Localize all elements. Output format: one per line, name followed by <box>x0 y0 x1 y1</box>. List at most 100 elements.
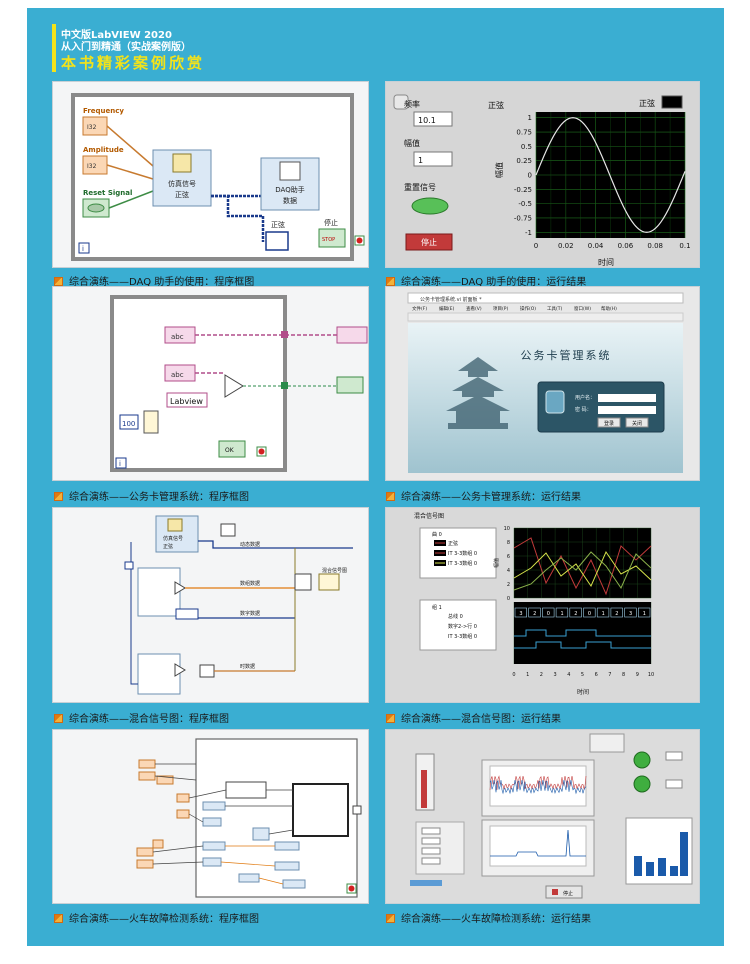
daq-title: DAQ助手 <box>275 185 304 194</box>
legend-swatch <box>661 95 683 109</box>
menu-item: 操作(O) <box>520 305 536 312</box>
user-label: 用户名： <box>575 394 595 401</box>
panel-daq-block-diagram: Frequency I32 Amplitude I32 Reset Signal… <box>52 81 369 268</box>
daq-block-diagram: Frequency I32 Amplitude I32 Reset Signal… <box>71 93 365 261</box>
abc-label: abc <box>171 371 184 379</box>
abc-label: abc <box>171 333 184 341</box>
menu-item: 查看(V) <box>466 305 482 312</box>
digital-data-label: 数字数据 <box>240 610 260 617</box>
plot-grid <box>535 112 686 238</box>
panel-card-front-panel: 公务卡管理系统.vi 前面板 * 文件(F)编辑(E)查看(V)项目(P)操作(… <box>385 286 700 481</box>
array-data-label: 数组数据 <box>240 580 260 587</box>
username-input[interactable] <box>598 394 656 402</box>
bar-chart-bars <box>634 832 688 876</box>
bool-indicator <box>336 376 364 394</box>
digital-cell <box>596 607 610 618</box>
pressure-series-line <box>490 829 586 857</box>
digital-cell <box>583 607 596 618</box>
reset-label: Reset Signal <box>83 189 132 197</box>
while-loop-frame <box>110 295 287 472</box>
menu-item: 工具(T) <box>547 306 563 312</box>
close-button[interactable] <box>625 417 649 428</box>
password-input[interactable] <box>598 406 656 414</box>
legend2-item-0: 总线 0 <box>448 613 463 620</box>
digital-cell <box>555 607 569 618</box>
reset-toggle[interactable] <box>411 197 449 215</box>
x-tick-label: 1 <box>526 672 529 678</box>
digital-cell <box>569 607 582 618</box>
digital-value: 2 <box>533 611 536 617</box>
iteration-terminal-icon <box>78 242 90 254</box>
y-tick-labels: 10.750.50.250-0.25-0.5-0.75-1 <box>514 114 532 237</box>
mixed-block-diagram: 仿真信号 正弦 动态数据 数组数据 数字数据 时数据 混合信号图 <box>124 515 353 695</box>
caption-p4: 综合演练——公务卡管理系统：运行结果 <box>386 488 581 503</box>
stop-button[interactable] <box>405 233 453 251</box>
digital-cell <box>624 607 637 618</box>
freq-spinner-icon <box>393 94 409 110</box>
menu-item: 窗口(W) <box>574 305 591 312</box>
caption-bullet-icon <box>54 277 63 286</box>
y-tick-label: -0.25 <box>514 186 532 194</box>
caption-bullet-icon <box>386 277 395 286</box>
freq-input[interactable] <box>413 111 453 127</box>
caption-bullet-icon <box>386 914 395 923</box>
login-label: 登录 <box>604 420 614 427</box>
menu-item: 项目(P) <box>493 306 508 312</box>
tunnel <box>281 382 288 389</box>
y-tick-label: -0.5 <box>518 200 532 208</box>
y-axis-label: 幅值 <box>494 162 504 178</box>
y-tick-label: 10 <box>504 526 510 532</box>
y-tick-label: 0.75 <box>516 129 532 137</box>
y-tick-label: 0.5 <box>521 143 532 151</box>
daq-assistant-express-vi <box>260 157 320 211</box>
page-header: 中文版LabVIEW 2020 从入门到精通（实战案例版） 本书精彩案例欣赏 <box>27 8 724 76</box>
daq-front-panel: 频率 10.1 幅值 1 重置信号 停止 正弦 正弦 10.750.50.250… <box>393 94 691 267</box>
amp-const: I32 <box>87 163 97 170</box>
book-subtitle: 从入门到精通（实战案例版） <box>61 42 191 53</box>
num-text: 100 <box>122 420 135 428</box>
caption-p6: 综合演练——混合信号图：运行结果 <box>386 710 561 725</box>
legend-item-2: IT 3-3数组 0 <box>448 560 477 567</box>
legend-group-0 <box>419 527 497 579</box>
sim-signal-icon <box>172 153 192 173</box>
menu-item: 编辑(E) <box>439 305 455 312</box>
caption-text: 综合演练——混合信号图：运行结果 <box>401 714 561 725</box>
speed-slider[interactable] <box>410 880 442 886</box>
panel-mixed-front-panel: 混合信号图 曲 0 正弦 IT 3-3数组 0 IT 3-3数组 0 组 1 总… <box>385 507 700 703</box>
graph-title: 混合信号图 <box>414 512 444 520</box>
caption-bullet-icon <box>54 914 63 923</box>
amp-input[interactable] <box>413 151 453 167</box>
x-tick-label: 8 <box>622 672 625 678</box>
lock-icon <box>545 390 565 414</box>
digital-value: 3 <box>519 611 522 617</box>
y-tick-label: 4 <box>507 568 510 574</box>
book-page: 中文版LabVIEW 2020 从入门到精通（实战案例版） 本书精彩案例欣赏 F… <box>27 8 724 946</box>
login-button[interactable] <box>597 417 621 428</box>
x-tick-label: 7 <box>608 672 611 678</box>
stop-terminal <box>318 228 346 248</box>
user-string-indicator <box>336 326 368 344</box>
caption-p7: 综合演练——火车故障检测系统：程序框图 <box>54 910 259 925</box>
amp-label: Amplitude <box>83 146 124 154</box>
book-title: 中文版LabVIEW 2020 <box>61 30 172 41</box>
banner-title: 公务卡管理系统 <box>521 348 612 362</box>
digital-plot-area <box>514 602 651 664</box>
panel-train-front-panel: 停止 <box>385 729 700 904</box>
sine-series-line <box>535 117 686 233</box>
menu-item: 文件(F) <box>412 305 427 312</box>
menu-bar: 文件(F)编辑(E)查看(V)项目(P)操作(O)工具(T)窗口(W)帮助(H) <box>412 305 617 312</box>
event-node <box>225 781 267 799</box>
tunnel <box>281 331 288 338</box>
legend-item-1: IT 3-3数组 0 <box>448 550 477 557</box>
controls-column <box>136 759 190 869</box>
caption-text: 综合演练——DAQ 助手的使用：运行结果 <box>401 277 587 288</box>
x-tick-label: 0 <box>534 242 538 250</box>
close-label: 关闭 <box>632 420 642 427</box>
y-tick-label: 6 <box>507 554 510 560</box>
x-tick-label: 2 <box>540 672 543 678</box>
freq-label: 频率 <box>404 99 420 109</box>
